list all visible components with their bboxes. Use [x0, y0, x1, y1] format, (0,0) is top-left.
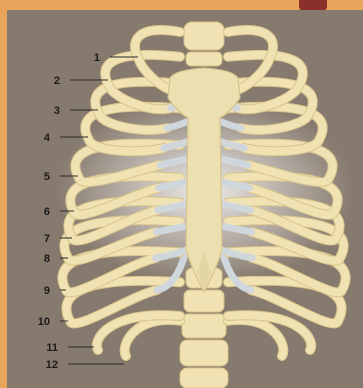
rib-label-11: 11 — [46, 342, 58, 354]
rib-label-8: 8 — [44, 253, 50, 265]
rib-label-6: 6 — [44, 206, 50, 218]
rib-label-12: 12 — [46, 359, 58, 371]
rib-label-10: 10 — [38, 316, 50, 328]
rib-12-right — [228, 320, 283, 356]
rib-label-9: 9 — [44, 285, 50, 297]
rib-12-left — [125, 320, 180, 356]
rib-label-4: 4 — [44, 132, 51, 144]
rib-label-7: 7 — [44, 233, 50, 245]
rib-label-5: 5 — [44, 171, 50, 183]
rib-label-2: 2 — [54, 75, 60, 87]
rib-label-3: 3 — [54, 105, 60, 117]
rib-label-1: 1 — [94, 52, 100, 64]
